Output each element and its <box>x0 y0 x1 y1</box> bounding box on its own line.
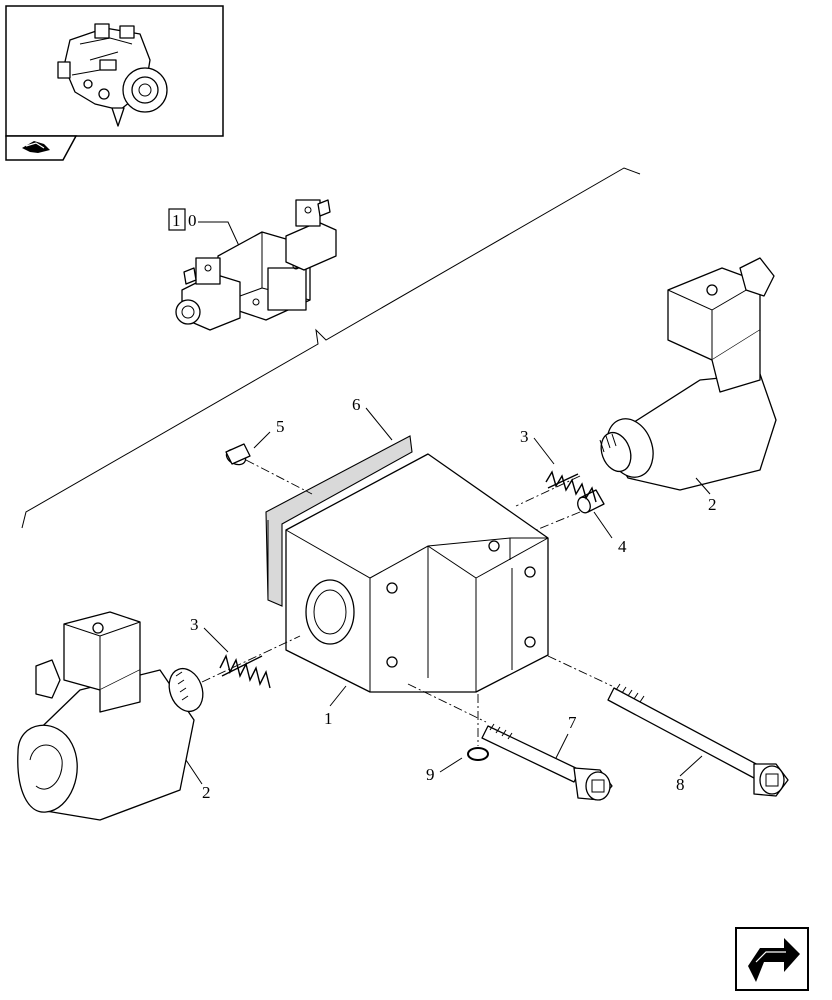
back-arrow-icon[interactable] <box>22 141 50 153</box>
callout-3-upper: 3 <box>520 427 529 446</box>
callout-6: 6 <box>352 395 361 414</box>
callout-5: 5 <box>276 417 285 436</box>
bolt-long <box>607 683 789 797</box>
next-page-arrow-icon[interactable] <box>735 927 809 991</box>
valve-body <box>285 453 549 693</box>
reference-suffix: 0 <box>188 211 197 230</box>
callouts: 5 6 3 4 2 3 1 2 7 8 9 <box>190 395 717 802</box>
reference-box <box>168 208 186 231</box>
callout-1: 1 <box>324 709 333 728</box>
callout-2-lower: 2 <box>202 783 211 802</box>
solenoid-coil-lower <box>17 611 204 821</box>
solenoid-coil-upper <box>599 257 777 491</box>
leader-lines <box>185 407 711 785</box>
center-lines <box>201 459 613 746</box>
section-break-line <box>21 167 641 529</box>
callout-4: 4 <box>618 537 627 556</box>
callout-3-lower: 3 <box>190 615 199 634</box>
plug <box>225 443 251 466</box>
thumbnail-frame[interactable] <box>5 5 224 161</box>
reference-valve-assembly: 1 0 <box>168 199 337 331</box>
o-ring <box>467 747 489 761</box>
spring-lower <box>219 653 271 689</box>
callout-7: 7 <box>568 713 577 732</box>
gasket <box>265 435 413 607</box>
bushing <box>577 489 605 514</box>
callout-8: 8 <box>676 775 685 794</box>
reference-box-label: 1 <box>172 211 181 230</box>
callout-9: 9 <box>426 765 435 784</box>
bolt-short <box>481 723 613 801</box>
callout-2-upper: 2 <box>708 495 717 514</box>
assembly-thumbnail-icon <box>57 23 168 127</box>
